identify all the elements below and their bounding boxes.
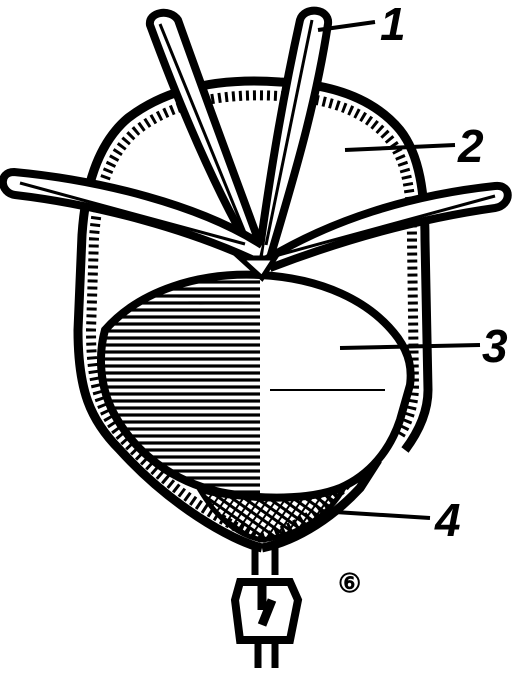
spherical-body	[96, 270, 415, 502]
label-4: 4	[434, 494, 461, 546]
panel-mark: ⑥	[338, 569, 361, 598]
basal-cup	[194, 481, 351, 543]
label-3: 3	[482, 320, 508, 372]
label-1: 1	[380, 0, 406, 50]
stalk	[230, 548, 303, 668]
label-2: 2	[457, 120, 484, 172]
appendages	[0, 6, 512, 282]
leader-lines	[270, 20, 481, 520]
